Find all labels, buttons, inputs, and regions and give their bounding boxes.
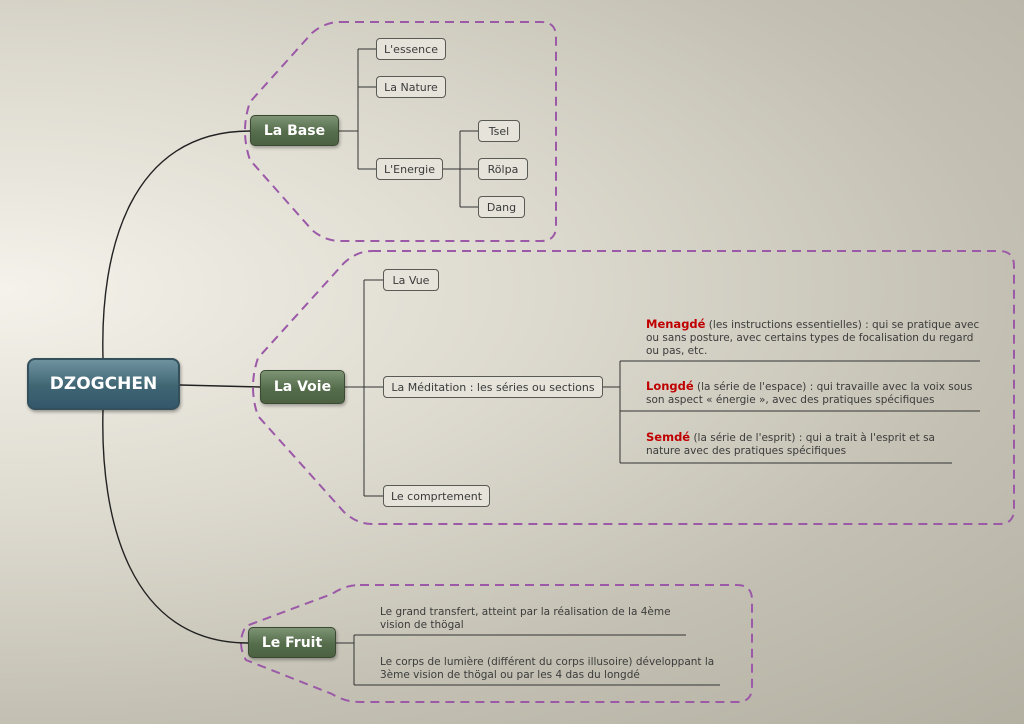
node-lessence[interactable]: L'essence [376, 38, 446, 60]
node-rolpa[interactable]: Rölpa [478, 158, 528, 180]
node-tsel[interactable]: Tsel [478, 120, 520, 142]
node-lenergie[interactable]: L'Energie [376, 158, 443, 180]
note-menagde-text: (les instructions essentielles) : qui se… [646, 319, 980, 357]
node-dang[interactable]: Dang [478, 196, 525, 218]
note-semde[interactable]: Semdé (la série de l'esprit) : qui a tra… [646, 431, 952, 458]
node-la-meditation[interactable]: La Méditation : les séries ou sections [383, 376, 603, 398]
term-longde: Longdé [646, 379, 694, 393]
term-semde: Semdé [646, 430, 691, 444]
node-la-vue[interactable]: La Vue [383, 269, 439, 291]
boundary-le-fruit [240, 584, 753, 703]
branch-la-voie[interactable]: La Voie [260, 370, 345, 404]
branch-la-base[interactable]: La Base [250, 115, 339, 146]
note-semde-text: (la série de l'esprit) : qui a trait à l… [646, 432, 935, 457]
note-menagde[interactable]: Menagdé (les instructions essentielles) … [646, 318, 980, 358]
term-menagde: Menagdé [646, 317, 706, 331]
node-la-nature[interactable]: La Nature [376, 76, 446, 98]
note-longde-text: (la série de l'espace) : qui travaille a… [646, 381, 973, 406]
note-corps-de-lumiere[interactable]: Le corps de lumière (différent du corps … [380, 656, 715, 681]
node-le-comportement[interactable]: Le comprtement [383, 485, 490, 507]
note-grand-transfert[interactable]: Le grand transfert, atteint par la réali… [380, 606, 671, 631]
branch-le-fruit[interactable]: Le Fruit [248, 627, 336, 658]
note-longde[interactable]: Longdé (la série de l'espace) : qui trav… [646, 380, 980, 407]
boundary-la-base [244, 21, 557, 242]
root-node-dzogchen[interactable]: DZOGCHEN [27, 358, 180, 410]
boundary-la-voie [252, 250, 1015, 525]
